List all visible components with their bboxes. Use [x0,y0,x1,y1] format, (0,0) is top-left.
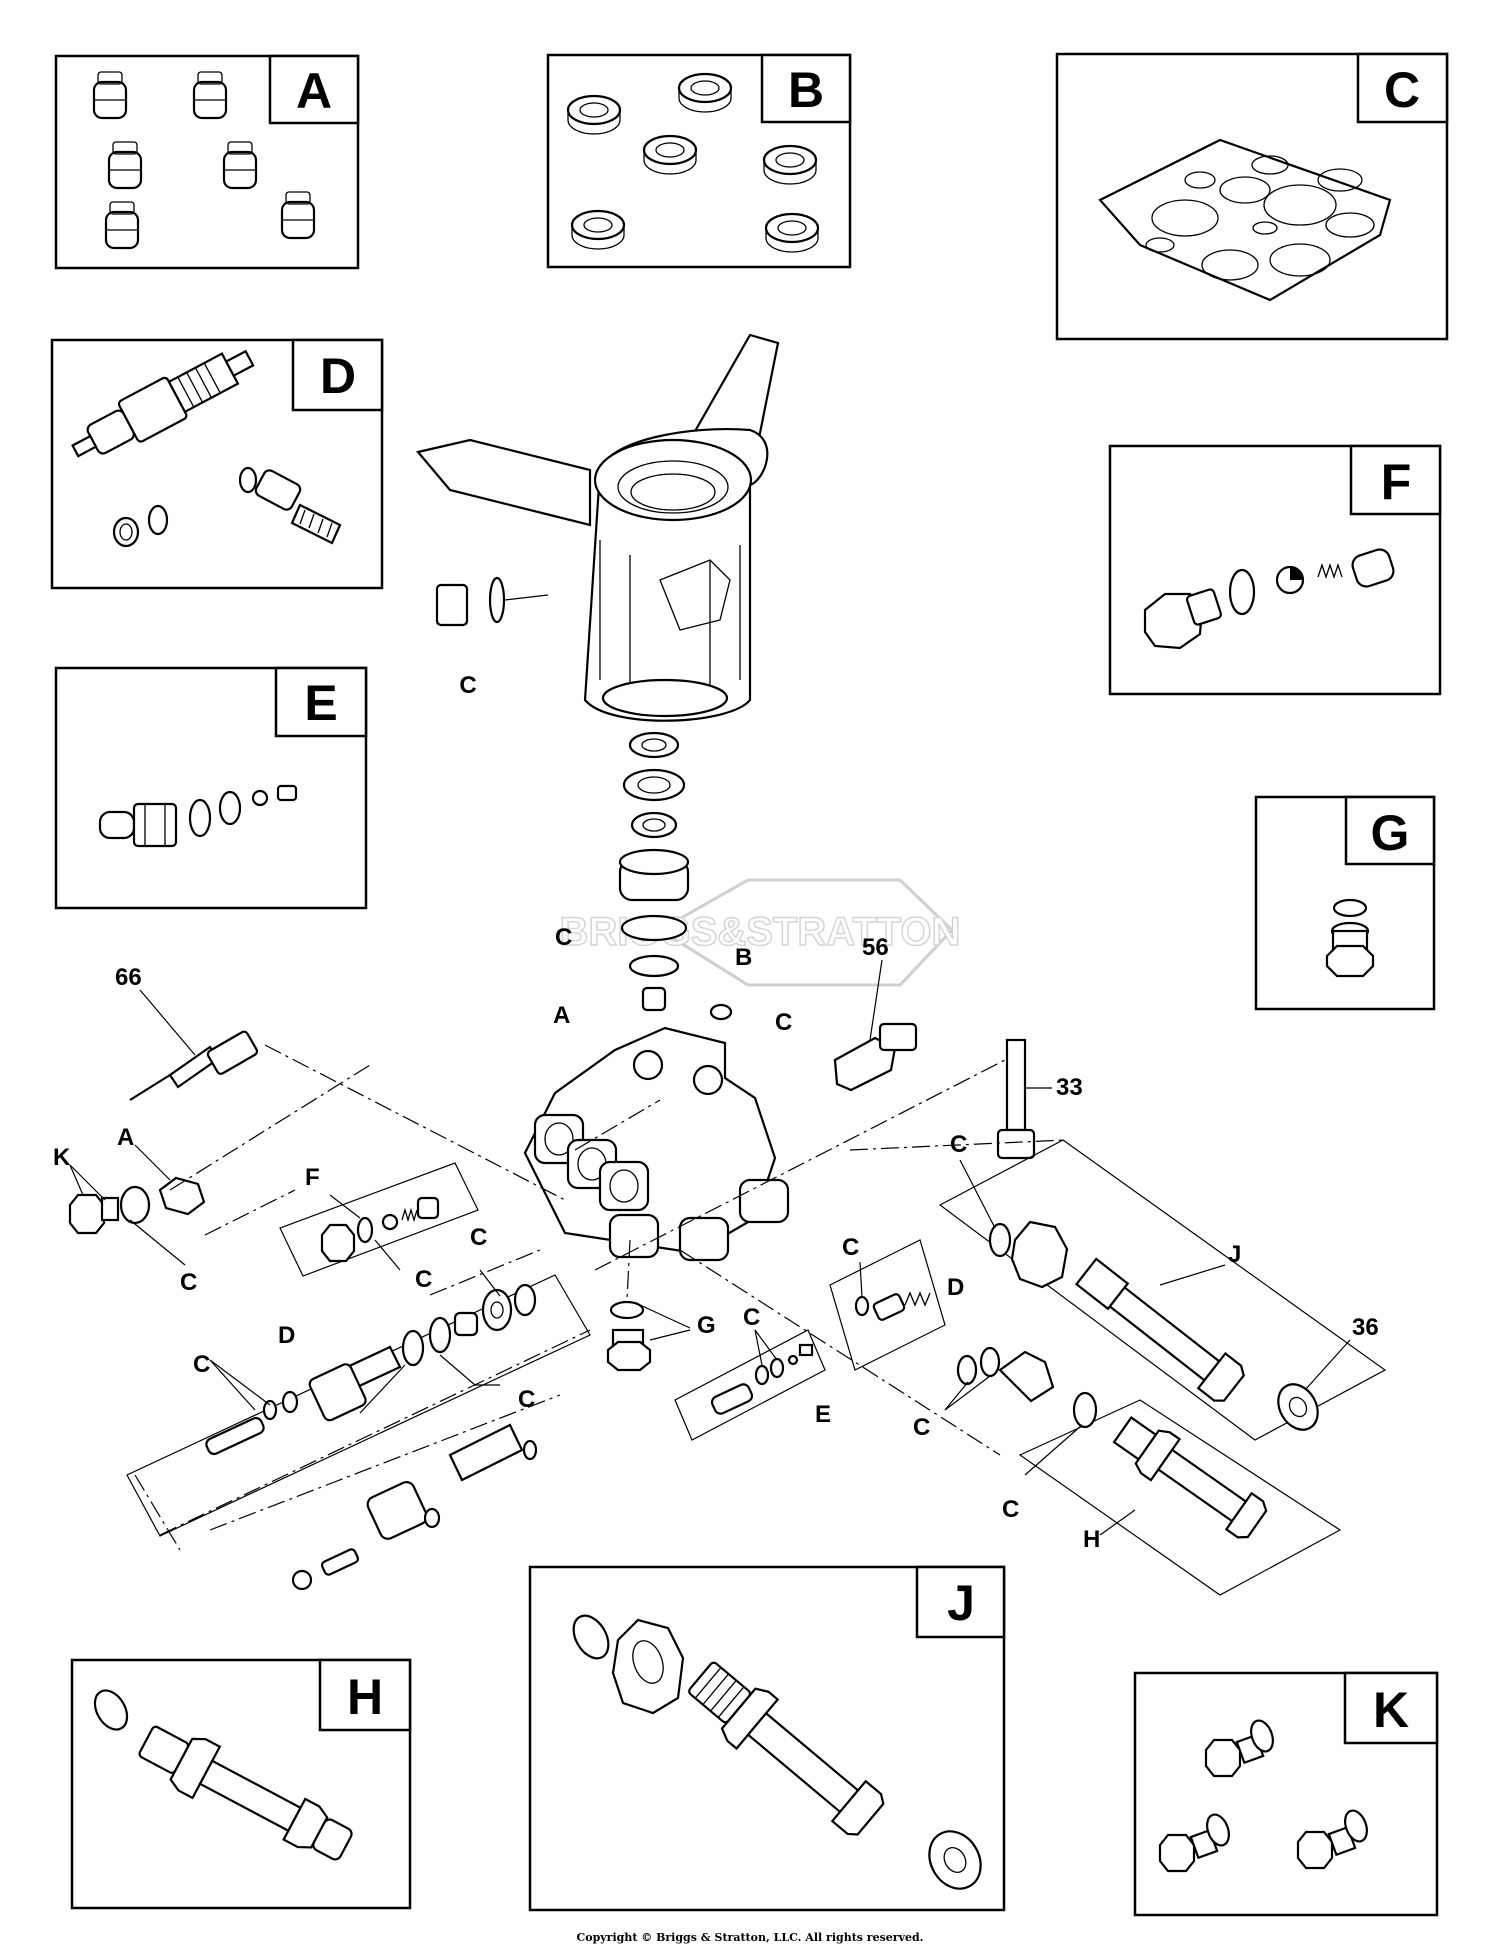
o-ring-kit-icon [1098,138,1392,302]
unloader-lower-parts [291,1423,538,1591]
callout-56: 56 [862,934,889,961]
inset-label-g: G [1371,805,1410,861]
inset-box-j: J [528,1565,1006,1912]
callout-c-head: C [459,672,476,699]
head-plug [435,576,549,627]
inset-box-g: G [1254,795,1436,1011]
callout-c-left: C [180,1269,197,1296]
callout-36: 36 [1352,1314,1379,1341]
d2-group-frame [829,1239,946,1371]
inset-label-e: E [304,675,337,731]
callout-c-d-mid: C [518,1386,535,1413]
callout-c-lower: C [913,1414,930,1441]
callout-f-group: F [305,1164,320,1191]
unloader-parts-icon [112,466,342,548]
outlet-tube-j-icon [572,1614,982,1890]
part-66-injector [129,989,259,1101]
callout-h-group: H [1083,1526,1100,1553]
thermal-relief-kit-icon [98,784,298,848]
watermark-text: BRIGGS&STRATTON [560,910,961,954]
inset-box-c: C [1055,52,1449,341]
callout-k-plug: K [53,1144,71,1171]
callout-a-valve: A [553,1002,570,1029]
callout-e-group: E [815,1401,831,1428]
inset-label-j: J [947,1575,975,1631]
callout-labels: C C B A C 56 66 33 K A C F C C D C C G C… [53,672,1379,1553]
callout-b-seal: B [735,944,752,971]
inset-label-f: F [1381,454,1412,510]
inset-box-f: F [1108,444,1442,696]
h-group-frame [944,1346,1342,1596]
callout-c-e: C [743,1304,760,1331]
check-valve-kit-icon [1143,548,1395,650]
inset-label-k: K [1373,1682,1409,1738]
copyright-notice: Copyright © Briggs & Stratton, LLC. All … [576,1931,924,1944]
callout-a-left: A [117,1124,134,1151]
callout-c-d2: C [842,1234,859,1261]
callout-c-d-top: C [470,1224,487,1251]
inset-box-e: E [54,666,368,910]
part-33-bolt [996,1038,1052,1160]
valve-set-icon [92,71,316,250]
pump-head-casting [415,333,780,722]
callout-d2-group: D [947,1274,964,1301]
j-group-frame [938,1139,1387,1441]
inset-box-b: B [546,53,852,269]
callout-d-group: D [278,1322,295,1349]
seal-set-icon [566,72,820,253]
unloader-kit-icon [71,349,255,458]
pump-manifold [523,1026,790,1262]
d-group-frame [126,1269,591,1537]
inset-box-h: H [70,1658,412,1910]
inset-label-d: D [320,348,356,404]
callout-c-seal: C [555,924,572,951]
part-56-elbow [833,959,918,1092]
seal-stack [618,731,733,1021]
inset-label-c: C [1384,62,1420,118]
inset-label-b: B [788,62,824,118]
callout-c-j: C [950,1131,967,1158]
drain-plug-kit-icon [1325,898,1375,978]
e-group-frame [674,1329,826,1441]
callout-c-d-left: C [193,1351,210,1378]
inset-label-a: A [296,63,332,119]
callout-g-group: G [697,1312,716,1339]
left-plug-group [68,1144,206,1266]
plug-kit-icon [1158,1719,1368,1873]
callout-66: 66 [115,964,142,991]
inset-box-a: A [54,54,360,270]
inlet-tube-h-icon [93,1689,353,1861]
inset-box-d: D [50,338,384,590]
callout-c-h: C [1002,1496,1019,1523]
inset-label-h: H [347,1669,383,1725]
f-group-frame [279,1162,479,1277]
assembly-centerlines [134,1044,1066,1551]
inset-box-k: K [1133,1671,1439,1917]
callout-c-ball: C [775,1009,792,1036]
callout-j-group: J [1228,1241,1241,1268]
callout-c-f: C [415,1266,432,1293]
callout-33: 33 [1056,1074,1083,1101]
g-group-parts [606,1300,691,1372]
watermark-logo: BRIGGS&STRATTON [559,878,961,987]
